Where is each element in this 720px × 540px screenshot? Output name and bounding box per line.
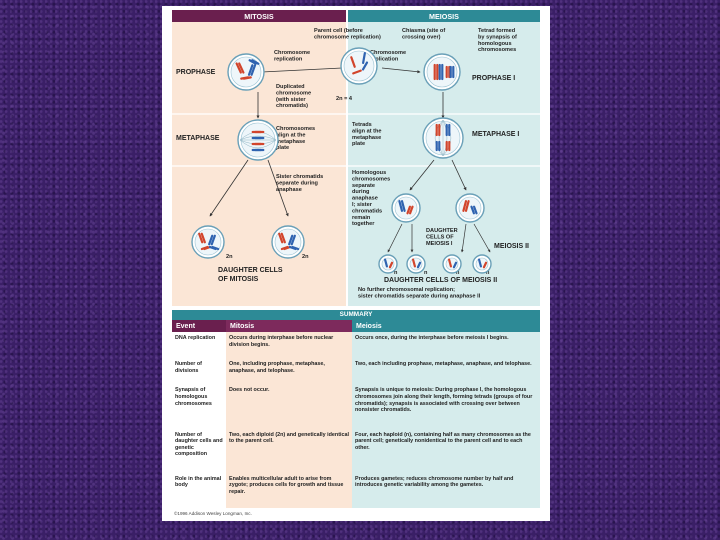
chromosome [248, 59, 257, 65]
chromosome [280, 232, 286, 244]
chromosome [238, 62, 245, 74]
mitosis-meiosis-diagram: MITOSIS MEIOSIS PROPHASE METAPHASE PROPH… [172, 10, 540, 306]
chromosome [406, 205, 411, 215]
stage-metaphase-i: METAPHASE I [472, 131, 519, 138]
chromosome [409, 205, 414, 215]
summary-table: Event Mitosis Meiosis DNA replication Oc… [172, 320, 540, 508]
stage-prophase-i: PROPHASE I [472, 75, 515, 82]
stage-prophase: PROPHASE [176, 69, 216, 76]
mitosis-cell: Does not occur. [226, 384, 352, 429]
table-row: Number of divisions One, including proph… [172, 358, 540, 385]
chromosome [470, 205, 475, 215]
meiosis-cell: Four, each haploid (n), containing half … [352, 428, 540, 473]
chromosome [290, 234, 296, 246]
chromosome [235, 62, 242, 74]
chromosome [447, 258, 453, 268]
meiosis-cell: Synapsis is unique to meiosis: During pr… [352, 384, 540, 429]
chromosome [200, 232, 206, 244]
chromosome [362, 51, 366, 65]
label-2n-equals-4: 2n = 4 [336, 96, 353, 102]
ploidy-n-1: n [394, 270, 398, 276]
chromosome [208, 234, 214, 246]
stage-meiosis-ii: MEIOSIS II [494, 243, 529, 250]
label-no-further-replication: No further chromosomal replication;siste… [358, 287, 481, 299]
chromosome [361, 61, 369, 71]
chromosome [462, 200, 468, 212]
mitosis-cell: Occurs during interphase before nuclear … [226, 332, 352, 359]
meiosis-cell: Occurs once, during the interphase befor… [352, 332, 540, 359]
chromosome [250, 64, 257, 76]
chromosome [388, 261, 394, 269]
ploidy-2n-right: 2n [302, 254, 309, 260]
ploidy-2n-left: 2n [226, 254, 233, 260]
summary-title: SUMMARY [172, 310, 540, 320]
table-row: Role in the animal body Enables multicel… [172, 472, 540, 508]
column-header-event: Event [172, 320, 226, 332]
chromosome [416, 261, 422, 269]
label-daughter-cells-meiosis-ii: DAUGHTER CELLS OF MEIOSIS II [384, 277, 497, 284]
event-cell: Role in the animal body [172, 472, 226, 508]
meiosis-cell: Two, each including prophase, metaphase,… [352, 358, 540, 385]
chromosome [251, 59, 260, 65]
mitosis-header-bar [172, 10, 346, 22]
chromosome [288, 234, 294, 246]
event-cell: Number of daughter cells and genetic com… [172, 428, 226, 473]
chromosome [464, 200, 470, 212]
ploidy-n-2: n [424, 270, 428, 276]
column-header-mitosis: Mitosis [226, 320, 352, 332]
table-row: Number of daughter cells and genetic com… [172, 428, 540, 473]
event-cell: Synapsis of homologous chromosomes [172, 384, 226, 429]
chromosome [398, 200, 404, 212]
chromosome [278, 232, 284, 244]
chromosome [247, 64, 254, 76]
chromosome [482, 261, 488, 269]
meiosis-header: MEIOSIS [429, 12, 459, 21]
event-cell: Number of divisions [172, 358, 226, 385]
mitosis-cell: Two, each diploid (2n) and genetically i… [226, 428, 352, 473]
chromosome [383, 258, 389, 268]
meiosis-cell: Produces gametes; reduces chromosome num… [352, 472, 540, 508]
column-header-meiosis: Meiosis [352, 320, 540, 332]
chromosome [411, 258, 417, 268]
ploidy-n-4: n [486, 270, 490, 276]
chromosome [242, 76, 252, 80]
chromosome [477, 258, 483, 268]
chromosome [211, 245, 220, 251]
chromosome [291, 245, 300, 251]
event-cell: DNA replication [172, 332, 226, 359]
chromosome [198, 232, 204, 244]
chromosome [350, 56, 356, 68]
copyright-notice: ©1996 Addison Wesley Longman, Inc. [174, 511, 252, 516]
chromosome [352, 69, 362, 75]
mitosis-header: MITOSIS [244, 12, 274, 21]
chromosome [400, 200, 406, 212]
mitosis-cell: Enables multicellular adult to arise fro… [226, 472, 352, 508]
ploidy-n-3: n [456, 270, 460, 276]
table-row: DNA replication Occurs during interphase… [172, 332, 540, 359]
stage-metaphase: METAPHASE [176, 135, 220, 142]
table-row: Synapsis of homologous chromosomes Does … [172, 384, 540, 429]
chromosome [452, 261, 458, 269]
mitosis-cell: One, including prophase, metaphase, anap… [226, 358, 352, 385]
figure-sheet: MITOSIS MEIOSIS PROPHASE METAPHASE PROPH… [162, 6, 550, 521]
meiosis-header-bar [348, 10, 540, 22]
chromosome [210, 234, 216, 246]
chromosome [473, 205, 478, 215]
